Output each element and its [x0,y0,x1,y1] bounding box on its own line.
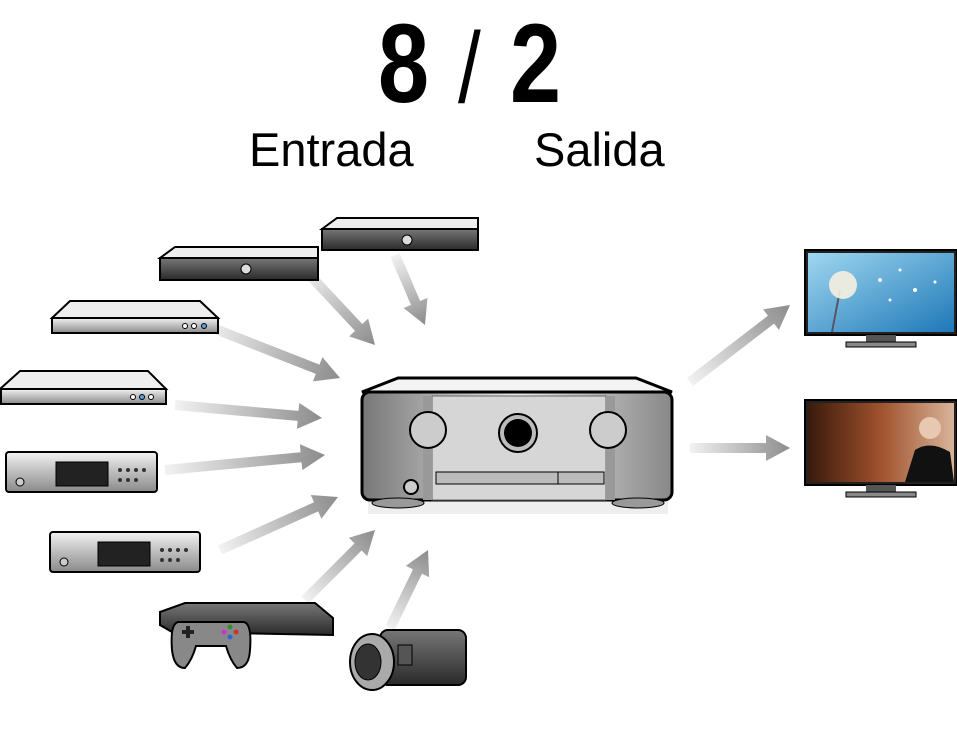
input-arrow [385,550,430,631]
power-button-icon [403,479,419,495]
cd-player-1 [5,451,158,493]
set-top-box-1 [156,246,319,281]
output-count: 2 [510,1,562,126]
input-arrow [217,494,338,555]
tv-1 [804,249,957,348]
input-arrow [301,530,375,604]
game-console [159,602,334,670]
input-selector-knob [409,411,447,449]
output-label: Salida [534,123,665,176]
gamepad-icon [170,621,252,670]
cd-player-2 [49,531,201,573]
av-receiver [360,376,674,514]
output-arrow [690,435,790,461]
input-arrow [301,266,375,345]
dvd-player [0,370,169,405]
input-arrow [174,400,322,429]
tv-2 [804,399,957,498]
blu-ray-player [49,300,221,334]
display-window [504,419,532,447]
title-separator: / [458,12,481,124]
input-arrow [164,444,325,475]
input-count: 8 [378,1,430,126]
output-arrow [686,305,790,386]
input-arrow [390,253,428,325]
power-icon [401,234,413,246]
input-label: Entrada [249,123,414,176]
input-arrow [203,320,340,382]
signal-arrows [164,253,790,631]
volume-knob [589,411,627,449]
set-top-box-2 [318,217,479,251]
power-icon [240,263,252,275]
camcorder [349,629,467,691]
dandelion-image [829,271,857,299]
